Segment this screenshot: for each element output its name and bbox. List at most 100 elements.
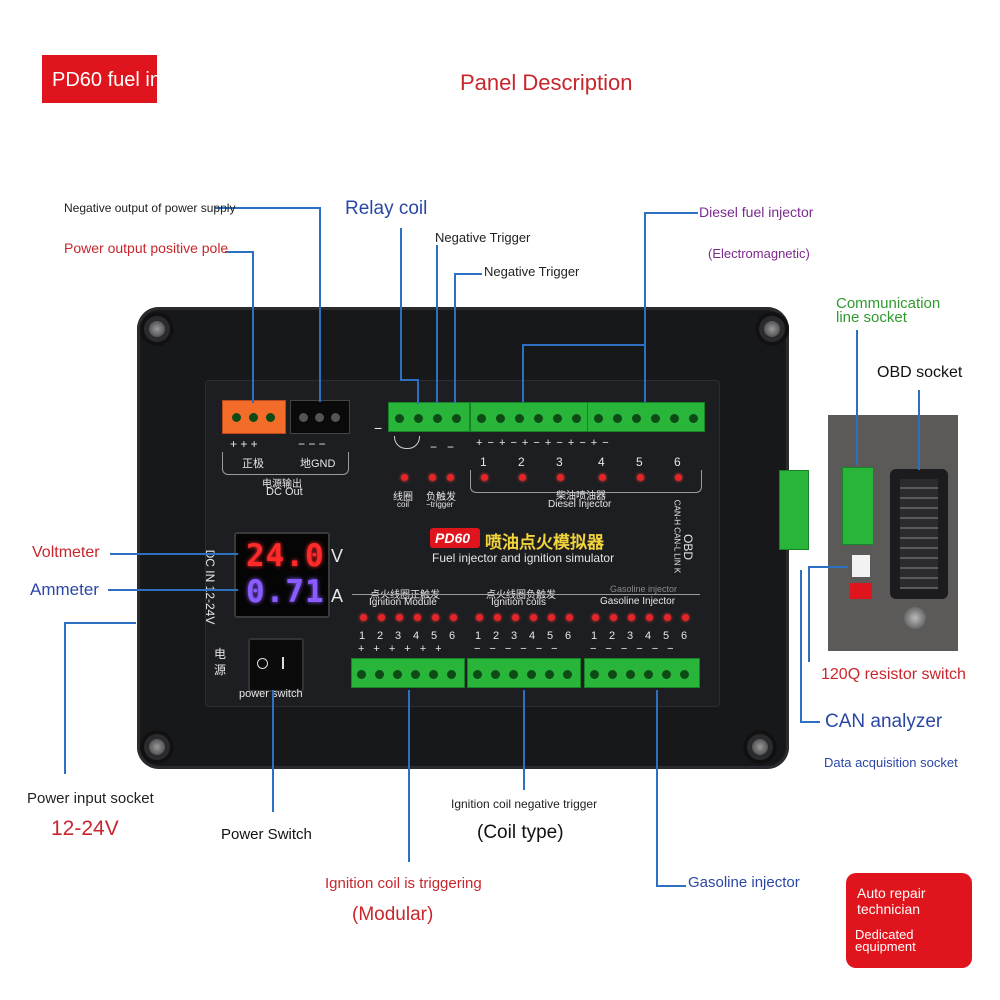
- bottom-number: 1: [359, 630, 366, 642]
- dc-out-positive-terminal[interactable]: [222, 400, 286, 434]
- leader-voltmeter: [110, 553, 238, 555]
- obd-inset-photo: [828, 415, 958, 651]
- leader-pos-output-h: [225, 251, 253, 253]
- ign-module-en: Ignition Module: [369, 597, 437, 608]
- label-gasoline-injector: Gasoline injector: [688, 874, 800, 891]
- bottom-led: [396, 614, 403, 621]
- inset-white-socket[interactable]: [852, 555, 870, 577]
- label-ign-coil-neg: Ignition coil negative trigger: [451, 797, 598, 811]
- brand-badge: [430, 528, 480, 548]
- terminal-screw: [375, 670, 384, 679]
- diesel-injector-terminal-a[interactable]: [470, 402, 588, 432]
- diesel-num-4: 4: [598, 455, 605, 469]
- leader-trigger1-v: [436, 245, 438, 403]
- diesel-num-1: 1: [480, 455, 487, 469]
- label-diesel-injector-sub: (Electromagnetic): [708, 246, 810, 261]
- label-modular: (Modular): [352, 904, 434, 925]
- ignition-module-terminal[interactable]: [351, 658, 465, 688]
- gas-inj-ghost: Gasoline injector: [610, 584, 678, 594]
- simulator-title-cn: 喷油点火模拟器: [485, 533, 604, 552]
- terminal-screw: [357, 670, 366, 679]
- label-data-socket: Data acquisition socket: [824, 755, 958, 770]
- bottom-number: 6: [449, 630, 456, 642]
- gas-inj-polarity: −−−−−−: [590, 643, 683, 655]
- leader-power-input-v: [64, 622, 66, 774]
- terminal-screw: [429, 670, 438, 679]
- terminal-screw: [590, 670, 599, 679]
- bottom-number: 6: [681, 630, 688, 642]
- dc-out-en: DC Out: [266, 486, 303, 498]
- label-pos-output: Power output positive pole: [64, 240, 229, 256]
- simulator-title-en: Fuel injector and ignition simulator: [432, 551, 615, 565]
- leader-power-input-h: [64, 622, 136, 624]
- screw-bottom-right: [743, 730, 777, 764]
- voltage-reading: 24.0: [246, 538, 325, 574]
- bottom-frame: [352, 594, 700, 595]
- side-can-connector: [779, 470, 809, 550]
- leader-pos-output-v: [252, 251, 254, 403]
- bottom-number: 4: [529, 630, 536, 642]
- trigger-minus-marks: − −: [430, 440, 455, 454]
- bottom-number: 2: [609, 630, 616, 642]
- screw-top-right: [755, 312, 789, 346]
- badge-line-1: Auto repair technician: [857, 885, 926, 917]
- gasoline-injector-terminal[interactable]: [584, 658, 700, 688]
- bottom-led: [432, 614, 439, 621]
- bottom-number: 1: [475, 630, 482, 642]
- minus-marks: − − −: [298, 437, 326, 451]
- bottom-led: [592, 614, 599, 621]
- leader-resistor-h: [808, 566, 848, 568]
- diesel-injector-terminal-b[interactable]: [587, 402, 705, 432]
- badge-line-2: Dedicated equipment: [855, 927, 916, 954]
- bottom-led: [664, 614, 671, 621]
- title-overflow-mask: [157, 66, 417, 96]
- label-relay-coil: Relay coil: [345, 198, 428, 219]
- label-coil-type: (Coil type): [477, 822, 564, 843]
- leader-relay-v: [400, 228, 402, 380]
- leader-neg-output-v: [319, 207, 321, 402]
- coil-led: [401, 474, 408, 481]
- label-power-switch: Power Switch: [221, 826, 312, 843]
- obd-connector-slots: [900, 479, 938, 589]
- plus-marks: + + +: [230, 437, 258, 451]
- terminal-screw: [491, 670, 500, 679]
- screw-bottom-left: [140, 730, 174, 764]
- ignition-coils-terminal[interactable]: [467, 658, 581, 688]
- diesel-led-3: [557, 474, 564, 481]
- leader-can-h: [800, 721, 820, 723]
- diesel-led-5: [637, 474, 644, 481]
- power-cn: 电源: [214, 647, 227, 677]
- leader-comm-v: [856, 330, 858, 465]
- label-comm-socket: Communication line socket: [836, 295, 941, 326]
- leader-neg-output-h: [215, 207, 320, 209]
- current-reading: 0.71: [246, 574, 325, 610]
- bottom-number: 3: [627, 630, 634, 642]
- diesel-num-2: 2: [518, 455, 525, 469]
- relay-coil-terminal[interactable]: [388, 402, 470, 432]
- dc-out-negative-terminal[interactable]: [290, 400, 350, 434]
- terminal-screw: [644, 670, 653, 679]
- inset-green-connector[interactable]: [842, 467, 874, 545]
- label-power-input: Power input socket: [27, 790, 154, 807]
- bottom-led: [628, 614, 635, 621]
- dc-in-label: DC IN 12-24V: [203, 549, 217, 625]
- label-obd-socket: OBD socket: [877, 364, 963, 381]
- current-unit: A: [331, 586, 344, 606]
- bottom-led: [450, 614, 457, 621]
- bottom-led: [476, 614, 483, 621]
- power-rocker-switch[interactable]: [248, 638, 304, 692]
- label-can-analyzer: CAN analyzer: [825, 711, 943, 732]
- label-diesel-injector: Diesel fuel injector: [699, 204, 814, 220]
- panel-description-heading: Panel Description: [460, 70, 633, 95]
- ign-coils-en: Ignition coils: [491, 597, 547, 608]
- bottom-number: 2: [493, 630, 500, 642]
- terminal-screw: [680, 670, 689, 679]
- bottom-led: [360, 614, 367, 621]
- neg-trigger-cn: 负触发: [426, 492, 456, 503]
- terminal-screw: [411, 670, 420, 679]
- inset-red-dip-switch[interactable]: [850, 583, 872, 599]
- leader-diesel-drop: [522, 344, 524, 402]
- leader-ammeter: [108, 589, 238, 591]
- diesel-led-4: [599, 474, 606, 481]
- label-neg-trigger-1: Negative Trigger: [435, 230, 531, 245]
